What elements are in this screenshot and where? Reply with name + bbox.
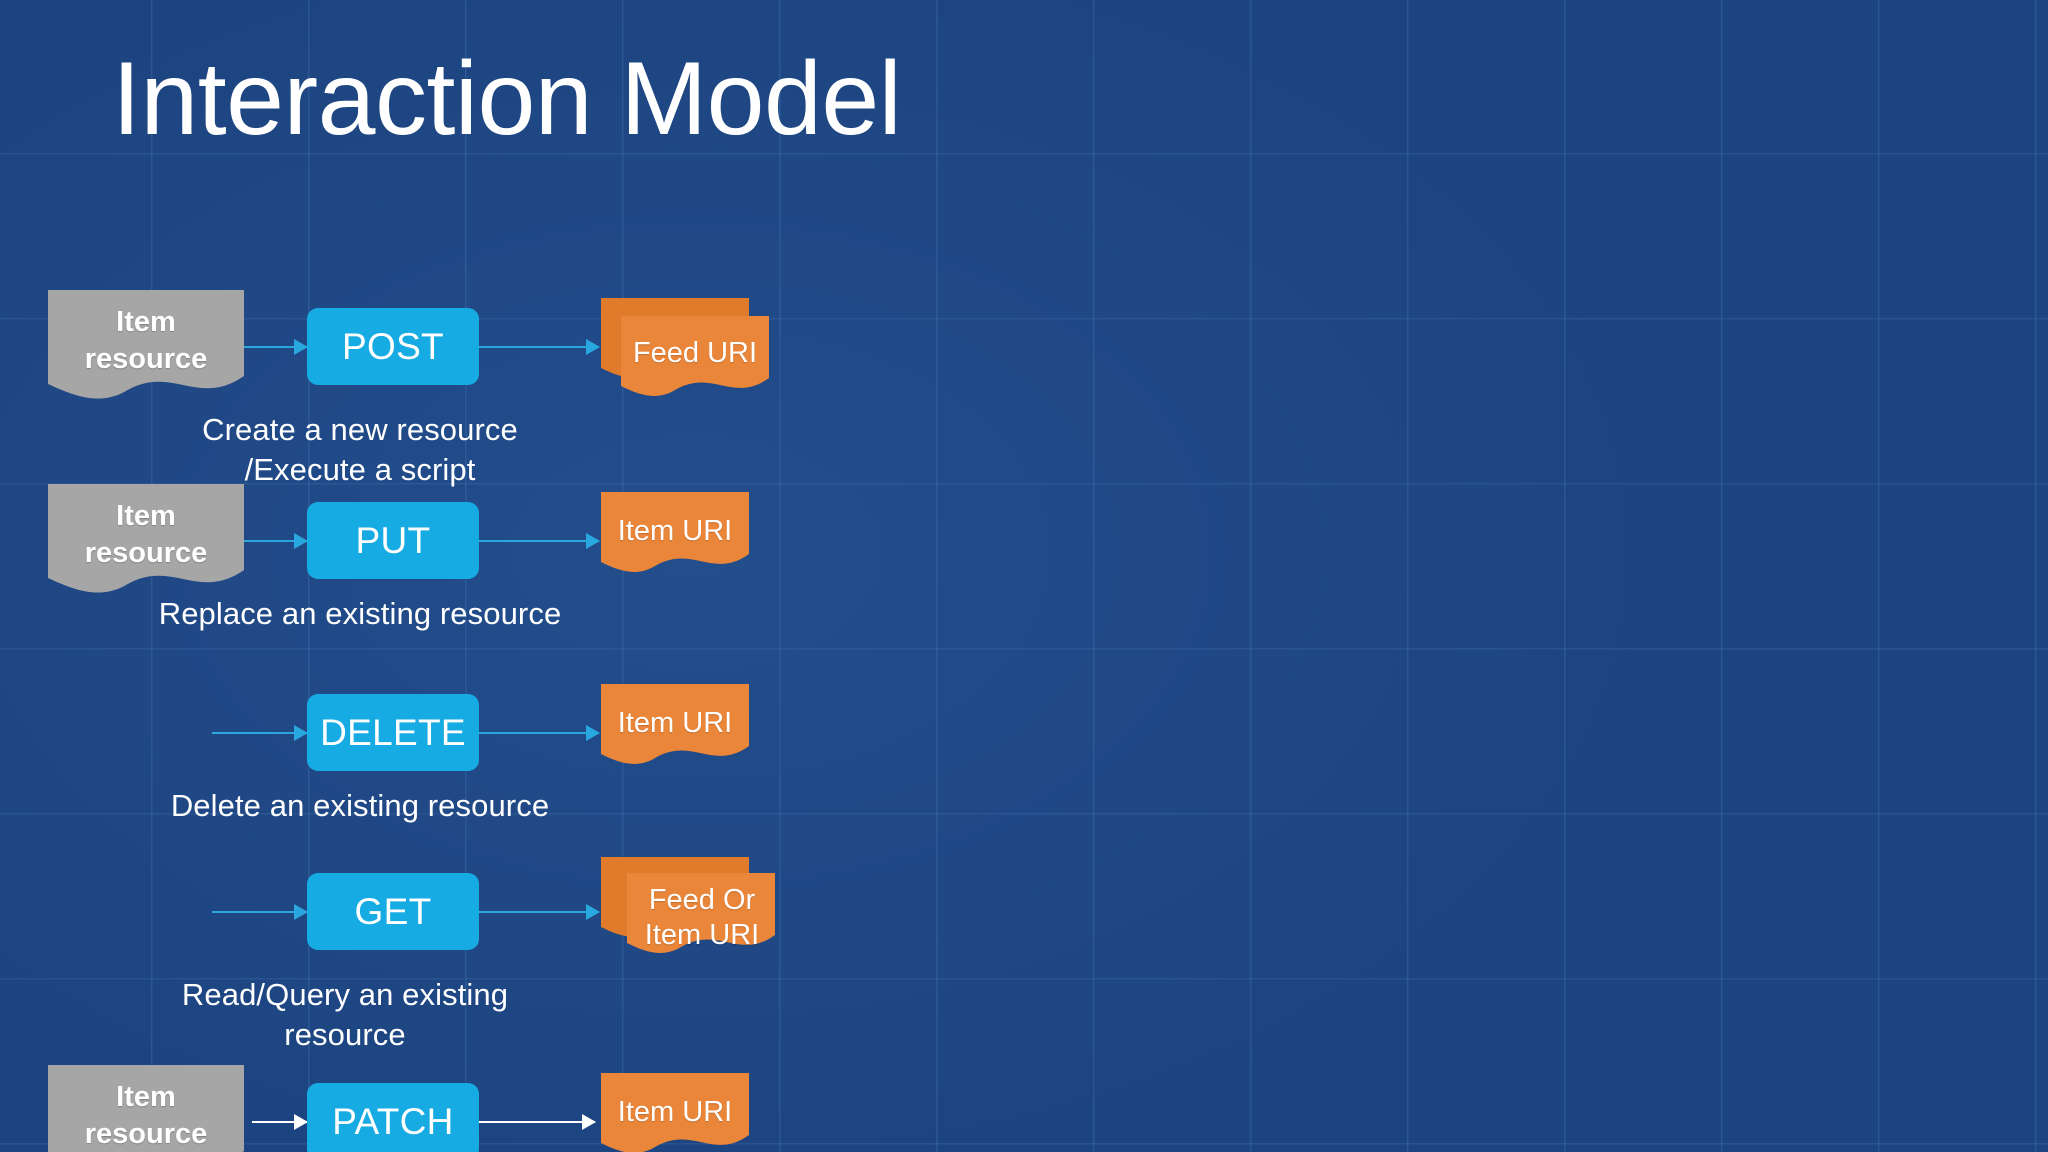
- target-document-label: Item URI: [617, 515, 733, 547]
- arrow-shaft: [479, 911, 599, 913]
- arrow-shaft: [212, 732, 307, 734]
- verb-box-post[interactable]: POST: [307, 308, 479, 385]
- arrow-head: [586, 904, 600, 920]
- caption-get: Read/Query an existing resource: [135, 975, 555, 1056]
- target-document-item-uri-put: Item URI: [601, 492, 753, 582]
- target-label-line2: Item URI: [644, 919, 760, 952]
- caption-line2: resource: [284, 1017, 406, 1053]
- source-label-line2: resource: [84, 537, 208, 570]
- target-label-line1: Feed Or: [648, 884, 756, 916]
- arrow-shaft: [479, 1121, 595, 1123]
- caption-line1: Read/Query an existing: [181, 977, 509, 1012]
- verb-box-get[interactable]: GET: [307, 873, 479, 950]
- arrow-source-to-put: [244, 533, 308, 549]
- verb-box-delete[interactable]: DELETE: [307, 694, 479, 771]
- arrow-shaft: [479, 732, 599, 734]
- arrow-head: [294, 533, 308, 549]
- caption-line2: /Execute a script: [244, 452, 476, 488]
- arrow-source-to-post: [244, 339, 308, 355]
- arrow-source-to-patch: [252, 1114, 308, 1130]
- arrow-shaft: [479, 346, 599, 348]
- source-document-put: Item resource: [48, 484, 244, 596]
- verb-box-put[interactable]: PUT: [307, 502, 479, 579]
- arrow-post-to-target: [479, 339, 600, 355]
- arrow-head: [294, 1114, 308, 1130]
- arrow-into-get: [212, 904, 308, 920]
- verb-box-patch[interactable]: PATCH: [307, 1083, 479, 1152]
- arrow-head: [294, 339, 308, 355]
- arrow-patch-to-target: [479, 1114, 596, 1130]
- caption-put: Replace an existing resource: [110, 594, 610, 634]
- document-shape-front: [601, 1073, 749, 1152]
- caption-post: Create a new resource /Execute a script: [160, 410, 560, 491]
- arrow-shaft: [479, 540, 599, 542]
- target-document-label: Feed URI: [632, 337, 758, 369]
- caption-line1: Create a new resource: [202, 412, 518, 447]
- arrow-shaft: [244, 540, 307, 542]
- source-document-patch: Item resource: [48, 1065, 244, 1152]
- arrow-head: [294, 904, 308, 920]
- target-document-label: Item URI: [617, 707, 733, 739]
- arrow-put-to-target: [479, 533, 600, 549]
- target-document-item-uri-patch: Item URI: [601, 1073, 753, 1152]
- arrow-delete-to-target: [479, 725, 600, 741]
- arrow-head: [586, 339, 600, 355]
- arrow-head: [582, 1114, 596, 1130]
- arrow-shaft: [244, 346, 307, 348]
- page-title: Interaction Model: [112, 41, 902, 157]
- source-label-line1: Item: [116, 306, 176, 338]
- document-shape: [48, 1065, 244, 1152]
- target-document-feed-uri: Feed URI: [601, 298, 777, 404]
- caption-line1: Delete an existing resource: [170, 788, 550, 823]
- target-document-label: Feed Or Item URI: [627, 883, 777, 954]
- caption-line1: Replace an existing resource: [158, 596, 562, 631]
- arrow-shaft: [212, 911, 307, 913]
- arrow-shaft: [252, 1121, 307, 1123]
- target-document-label: Item URI: [617, 1096, 733, 1128]
- target-document-feed-or-item-uri: Feed Or Item URI: [601, 857, 783, 969]
- arrow-head: [294, 725, 308, 741]
- caption-delete: Delete an existing resource: [110, 786, 610, 826]
- arrow-get-to-target: [479, 904, 600, 920]
- arrow-head: [586, 533, 600, 549]
- source-label-line1: Item: [116, 1081, 176, 1113]
- source-label-line2: resource: [84, 343, 208, 376]
- source-document-label: Item resource: [48, 304, 244, 378]
- arrow-into-delete: [212, 725, 308, 741]
- target-document-item-uri-delete: Item URI: [601, 684, 753, 774]
- http-verbs-diagram: Item resource POST Feed URI Create a new…: [0, 286, 820, 1152]
- source-label-line1: Item: [116, 500, 176, 532]
- source-label-line2: resource: [84, 1118, 208, 1151]
- arrow-head: [586, 725, 600, 741]
- source-document-label: Item resource: [48, 1079, 244, 1152]
- source-document-label: Item resource: [48, 498, 244, 572]
- source-document-post: Item resource: [48, 290, 244, 402]
